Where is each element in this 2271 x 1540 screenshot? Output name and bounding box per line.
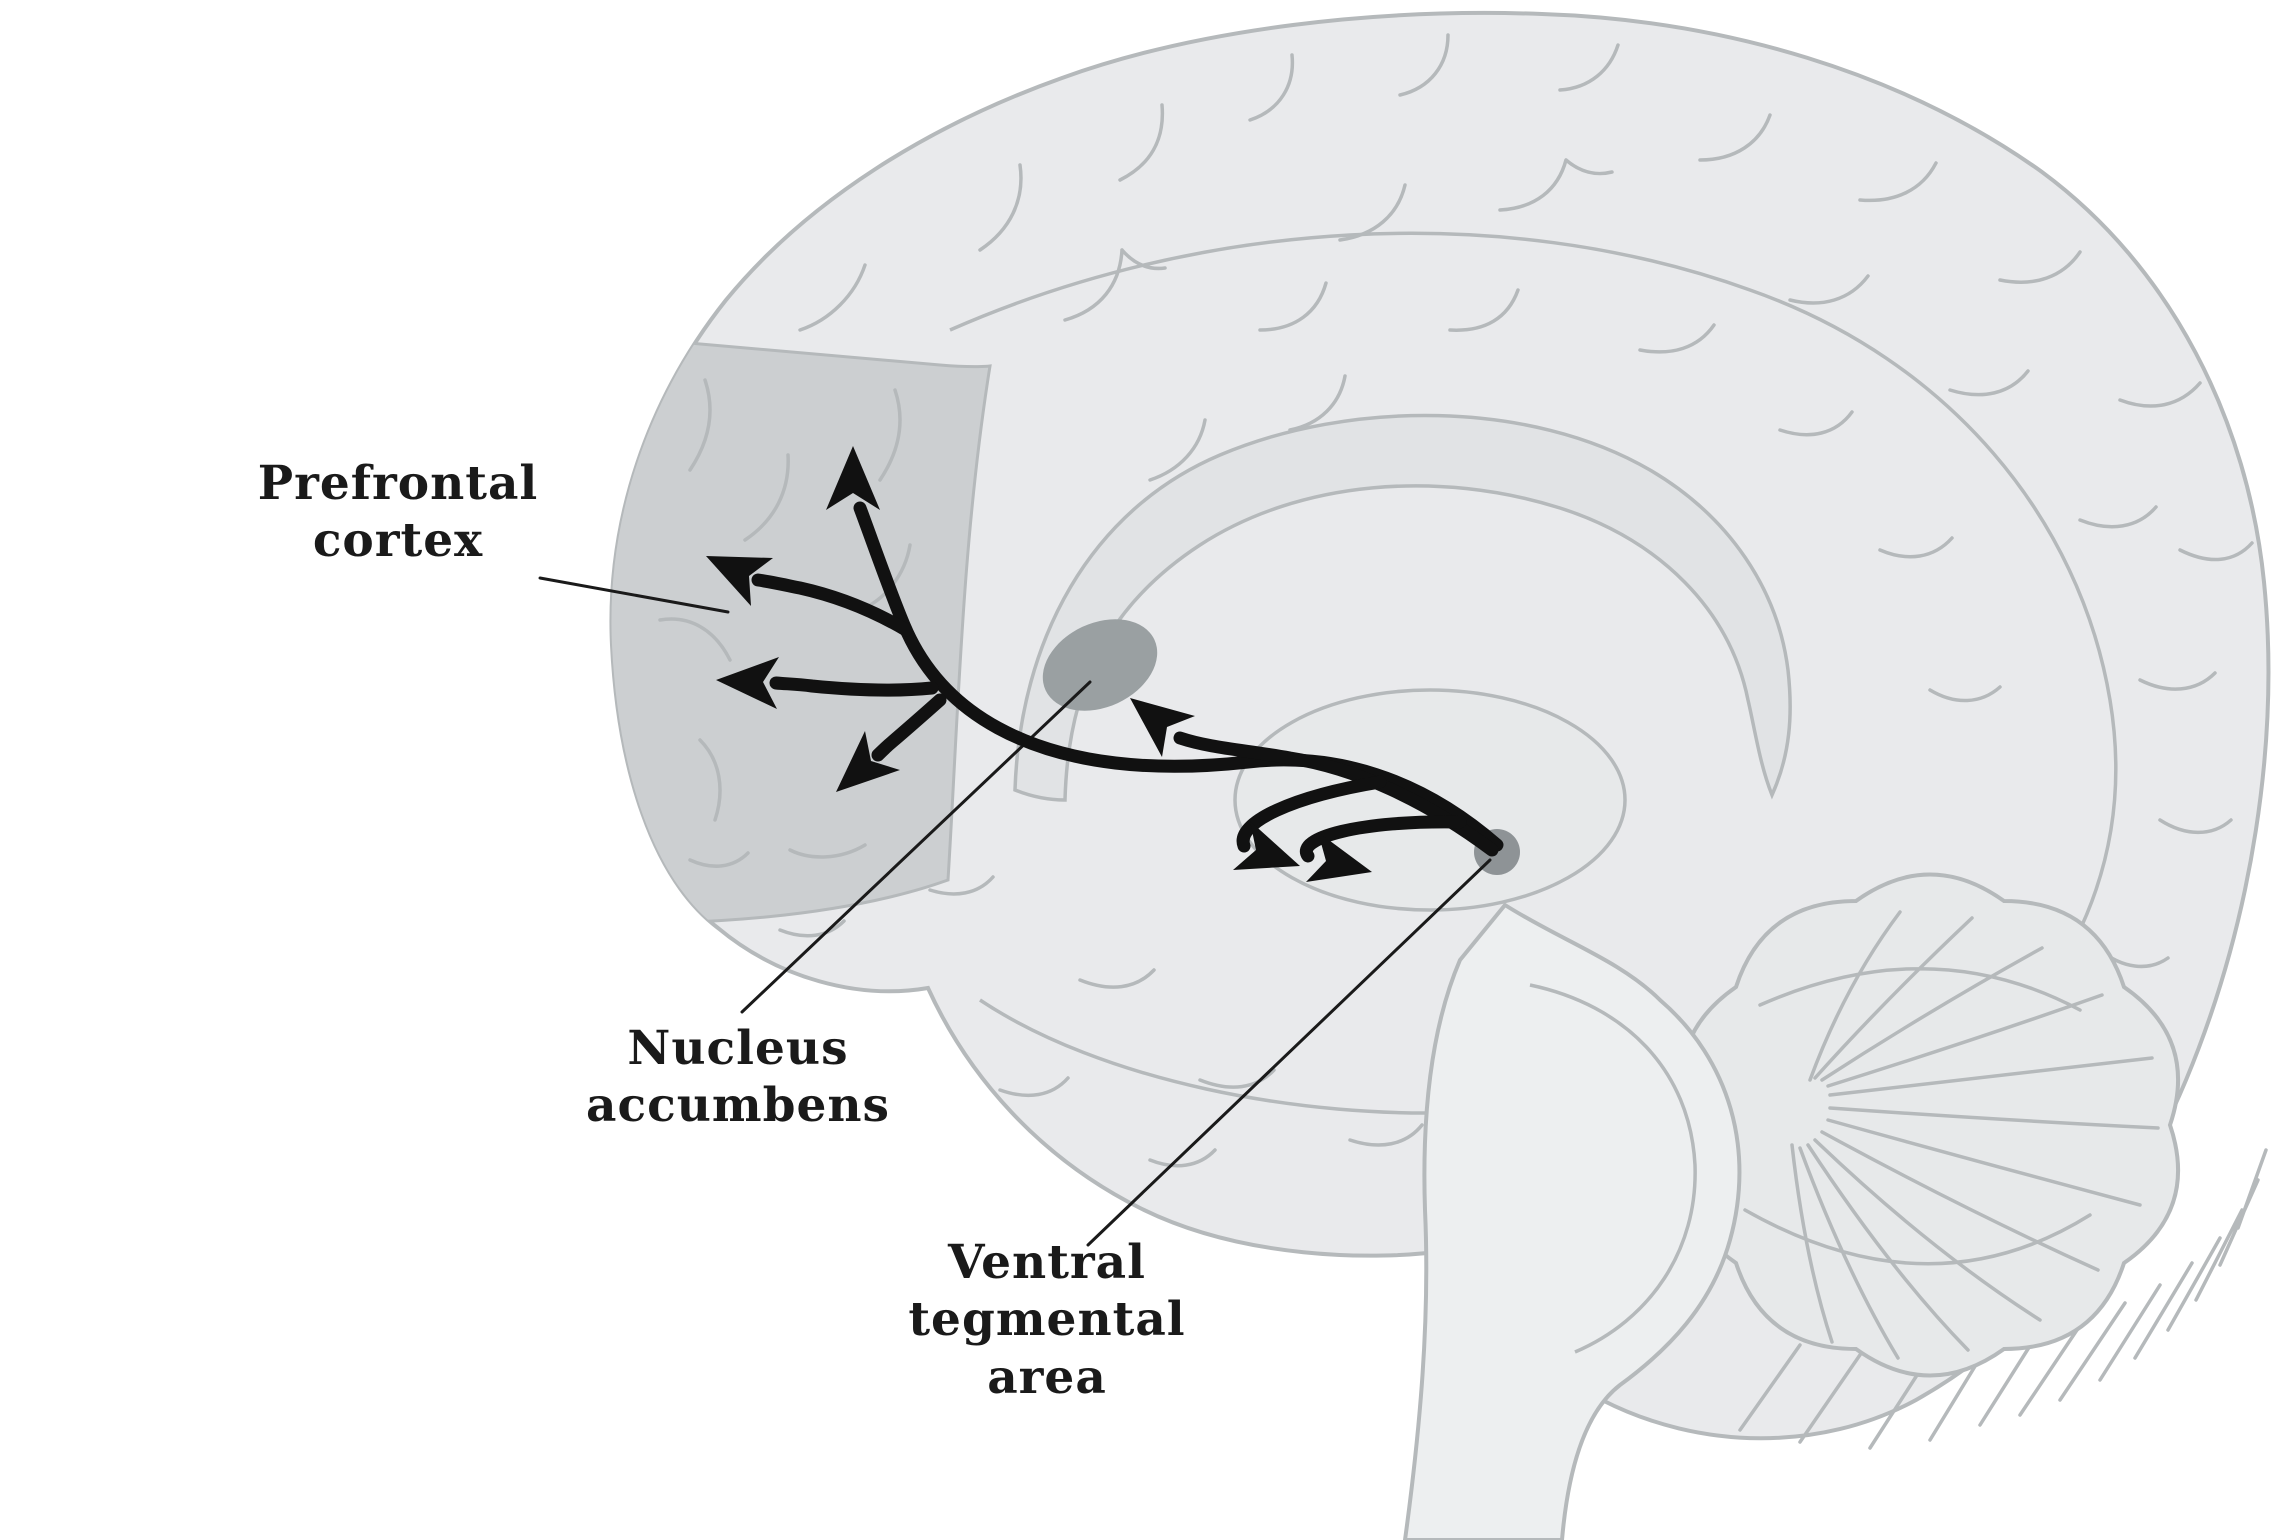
arrowhead-loop-outer-icon [1306, 832, 1372, 882]
nucleus-accumbens-label: Nucleus accumbens [586, 1020, 890, 1135]
brain-illustration [609, 10, 2271, 1540]
brainstem-outline [1402, 902, 1742, 1540]
label-line: tegmental [908, 1292, 1186, 1348]
arrowhead-loop-inner-icon [1233, 821, 1300, 870]
brainstem [1402, 902, 1742, 1540]
sulci-right [1778, 250, 2254, 969]
pathway-arrows [706, 446, 1504, 882]
label-line: cortex [312, 513, 484, 569]
pathway-loop-inner [1236, 775, 1387, 853]
prefrontal-cortex-label: Prefrontal cortex [258, 455, 539, 570]
label-line: Ventral [947, 1235, 1146, 1290]
leader-line-vta [1086, 858, 1492, 1247]
label-line: Nucleus [627, 1021, 849, 1076]
pathway-branch-upper-left [751, 573, 913, 637]
pathway-branch-left [769, 676, 939, 697]
pons-contour [1529, 983, 1697, 1354]
label-line: area [987, 1349, 1107, 1405]
ventral-tegmental-area-label: Ventral tegmental area [908, 1234, 1185, 1406]
region-prefrontal-cortex [611, 328, 992, 925]
sulci-top [978, 33, 1938, 482]
pathway-loop-outer [1299, 815, 1467, 863]
arrowhead-lower-left-icon [836, 731, 900, 792]
arrowhead-up-icon [826, 446, 880, 510]
inner-cortex-contour [949, 231, 2118, 1115]
hatch-shading [1738, 1148, 2268, 1450]
nucleus-accumbens-marker [1042, 619, 1158, 711]
label-line: Prefrontal [257, 456, 539, 511]
cerebellum [1679, 872, 2181, 1378]
corpus-callosum [1013, 413, 1792, 802]
arrowhead-left-icon [716, 657, 779, 709]
cerebellum-folia-lines [1743, 910, 2160, 1360]
pathway-branch-lower-left [871, 693, 947, 762]
label-line: accumbens [586, 1078, 890, 1134]
arrowhead-nucleus-accumbens-icon [1130, 698, 1195, 757]
leader-line-prefrontal [538, 576, 730, 614]
sulci-temporal [928, 875, 1424, 1168]
arrowhead-upper-left-icon [706, 556, 773, 606]
pathway-to-nucleus-accumbens [1173, 731, 1499, 857]
